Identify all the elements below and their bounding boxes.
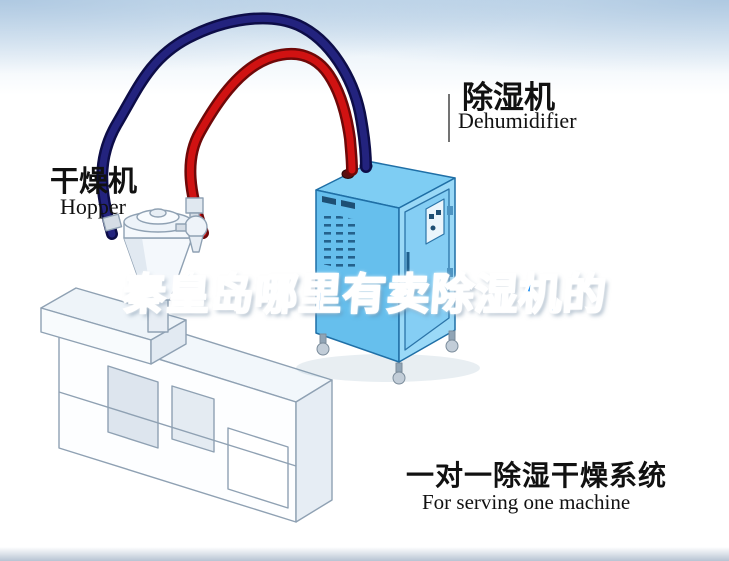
vent-grille [322,212,358,272]
supply-air-pipe-body [186,50,356,237]
dehumidifier-label-en: Dehumidifier [458,108,577,133]
casters [316,330,459,385]
cyclone-motor [185,197,204,214]
dehumidifier-unit [296,161,480,385]
watermark-title: 秦皇岛哪里有卖除湿机的 [120,270,609,320]
panel-knob [430,225,436,231]
hopper-lid-knob [149,208,167,218]
door-hinge-bottom [447,268,453,277]
dehumidifier-shadow [296,354,480,382]
extruder-panel-1 [107,365,159,449]
hopper-cone-shade [124,238,152,300]
door-hinge-top [447,206,453,215]
hopper-label-en: Hopper [60,194,126,219]
cyclone-cone [188,235,204,253]
return-air-pipe [96,12,372,240]
dehumidifier-label-cn: 除湿机 [462,80,555,115]
extruder-machine [40,287,333,523]
vent-slot-1 [322,196,336,205]
hopper-inlet-fitting [102,213,123,232]
panel-button-1 [429,214,434,219]
extruder-seam-line [58,391,297,467]
extruder-panel-2 [171,385,215,453]
return-air-pipe-body [98,14,370,238]
extruder-gearbox-side [150,319,187,365]
cyclone-body [184,215,208,239]
system-label-cn: 一对一除湿干燥系统 [406,460,668,491]
hopper-dryer [102,197,208,333]
panel-button-2 [436,210,441,215]
supply-air-pipe [184,47,358,239]
vent-slot-2 [341,200,355,209]
system-label-en: For serving one machine [422,490,631,514]
hopper-label-cn: 干燥机 [50,166,138,198]
extruder-end-face [295,379,333,523]
extruder-panel-3 [227,427,289,509]
cyclone-link-tube [175,223,187,232]
